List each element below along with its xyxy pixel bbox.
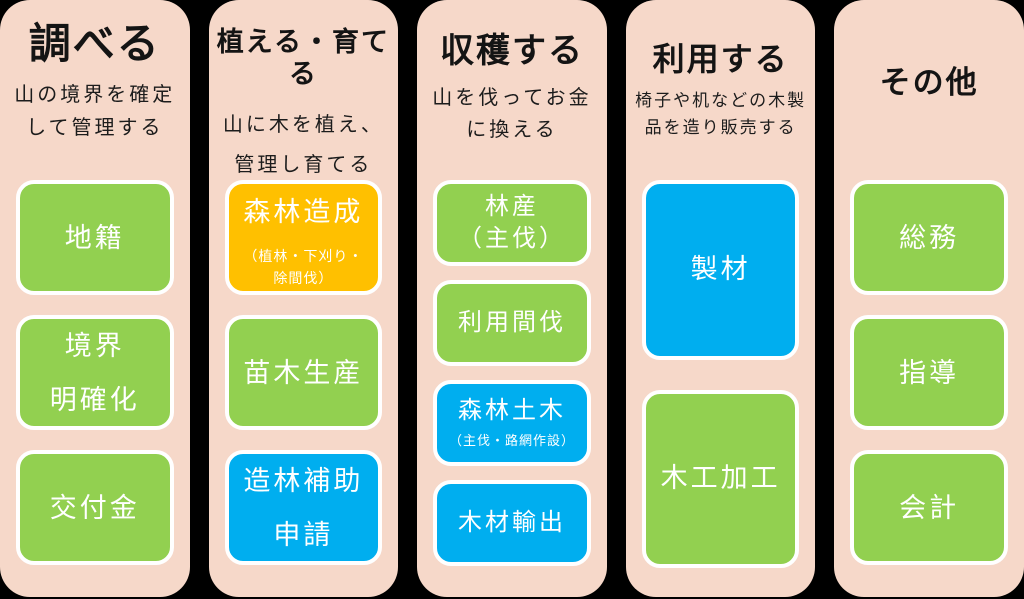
column-title: 利用する [652,41,789,77]
column-subtitle: 椅子や机などの木製品を造り販売する [626,88,816,141]
task-box-label: 交付金 [50,481,140,535]
column-title: 収穫する [439,33,584,70]
task-box-label: 造林補助申請 [243,454,363,562]
column-subtitle-line: に換える [466,119,558,142]
task-box-label: 会計 [899,481,959,535]
task-box-note-line: 除間伐） [273,271,334,287]
task-box-label-line: 木材輸出 [457,509,566,536]
column-subtitle: 山の境界を確定して管理する [0,79,190,144]
column-header: 調べる山の境界を確定して管理する [0,0,190,180]
task-box: 森林造成 （植林・下刈り・除間伐） [224,180,383,295]
task-box: 木材輸出 [433,480,591,566]
column-subtitle: 山を伐ってお金に換える [417,82,607,147]
column-subtitle-line: 山を伐ってお金 [432,86,592,109]
task-box: 造林補助申請 [224,450,383,565]
task-box-label-line: 森林造成 [243,196,364,227]
task-box-note: （主伐・路網作設） [449,431,575,451]
column-others: その他総務指導会計 [834,0,1024,597]
task-box-label-line: 明確化 [49,384,140,415]
task-box: 総務 [850,180,1008,295]
column-subtitle: 山に木を植え、管理し育てる [209,105,399,185]
task-box-list: 製材木工加工 [626,180,816,598]
task-box-label: 総務 [899,211,959,265]
task-box: 製材 [641,180,800,360]
task-box-label-line: 指導 [899,357,960,388]
task-box-label-line: 申請 [273,519,334,550]
task-box-label: 苗木生産 [243,346,363,400]
task-box: 地籍 [16,180,174,295]
task-box-label: 木材輸出 [458,507,566,539]
task-box-label-line: 総務 [899,222,960,253]
task-box-label: 製材 [691,251,751,289]
column-subtitle-line: 山の境界を確定 [14,84,176,107]
task-box: 木工加工 [641,390,800,568]
task-box-label-line: 森林土木 [457,398,566,425]
task-box-note-line: （植林・下刈り・ [243,249,364,265]
task-box-note-line: （主伐・路網作設） [448,432,575,448]
column-research: 調べる山の境界を確定して管理する地籍境界明確化交付金 [0,0,190,597]
task-box-label: 境界明確化 [50,319,140,427]
task-box-label: 森林造成 [243,185,363,239]
task-box: 林産 （主伐） [433,180,591,266]
column-title: 調べる [28,22,161,68]
task-box-list: 地籍境界明確化交付金 [0,180,190,565]
column-utilize: 利用する椅子や机などの木製品を造り販売する製材木工加工 [625,0,816,598]
column-subtitle-line: 管理し育てる [234,153,373,176]
task-box: 会計 [850,450,1008,565]
task-box: 境界明確化 [16,315,174,430]
task-box-label: 森林土木 [458,395,566,427]
task-box-label-line: 林産 [484,193,539,220]
task-box-label-line: 交付金 [49,492,140,523]
column-harvest: 収穫する山を伐ってお金に換える林産 （主伐） 利用間伐森林土木 （主伐・路網作設） 木材… [417,0,607,597]
column-title: その他 [879,65,979,100]
task-box-note: （植林・下刈り・除間伐） [243,247,363,290]
task-box-label-line: 造林補助 [243,465,364,496]
task-box-label-line: 境界 [64,330,125,361]
task-box-label-line: 会計 [899,492,960,523]
task-box-label: 指導 [899,346,959,400]
task-box: 森林土木 （主伐・路網作設） [433,380,591,466]
task-box-label-line: 製材 [690,254,751,285]
task-box: 指導 [850,315,1008,430]
task-box: 交付金 [16,450,174,565]
column-header: 利用する椅子や机などの木製品を造り販売する [626,0,816,180]
task-box-label: 利用間伐 [458,307,566,339]
task-box-list: 総務指導会計 [834,180,1024,565]
task-box-label: 地籍 [65,211,125,265]
column-title: 植える・育てる [216,27,390,90]
task-box-list: 林産 （主伐） 利用間伐森林土木 （主伐・路網作設） 木材輸出 [417,180,607,580]
task-box-label-line: 木工加工 [660,463,781,494]
task-box: 苗木生産 [224,315,383,430]
task-box-label: 木工加工 [661,460,781,498]
column-plant-grow: 植える・育てる山に木を植え、管理し育てる森林造成 （植林・下刈り・除間伐） 苗木生産… [208,0,399,597]
task-box-label: 林産 （主伐） [458,191,566,256]
task-box-label-line: 地籍 [64,222,125,253]
task-box-label-line: 利用間伐 [457,309,566,336]
column-subtitle-line: 椅子や机などの木製 [635,91,807,111]
task-box-label-line: （主伐） [457,226,566,252]
column-subtitle-line: して管理する [26,116,164,139]
task-box: 利用間伐 [433,280,591,366]
column-header: 植える・育てる山に木を植え、管理し育てる [209,0,399,180]
task-box-list: 森林造成 （植林・下刈り・除間伐） 苗木生産造林補助申請 [209,180,399,565]
column-header: 収穫する山を伐ってお金に換える [417,0,607,180]
task-box-label-line: 苗木生産 [243,357,364,388]
column-header: その他 [834,0,1024,180]
column-subtitle-line: 山に木を植え、 [222,113,384,136]
column-subtitle-line: 品を造り販売する [644,117,797,137]
